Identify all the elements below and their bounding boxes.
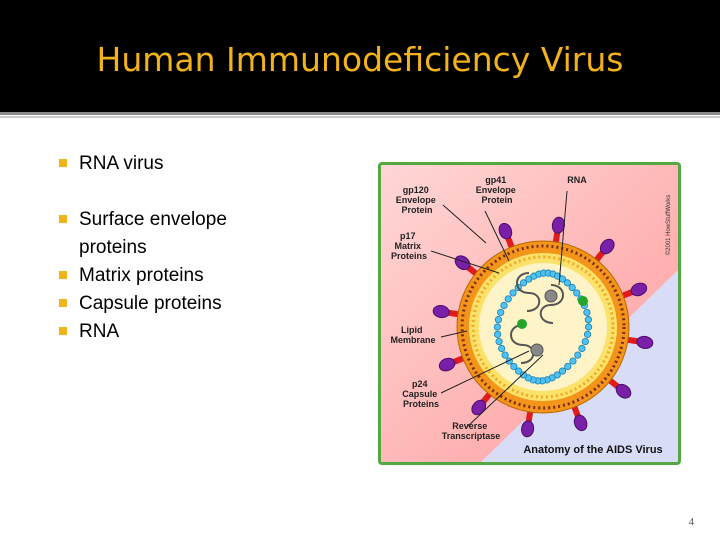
copyright-text: ©2001 HowStuffWorks [665, 195, 672, 256]
bullet-text: Capsule proteins [79, 293, 222, 314]
bullet-text: RNA [79, 321, 120, 342]
capsid-bead [497, 308, 505, 317]
label-gp120: gp120 Envelope Protein [396, 185, 439, 215]
page-number: 4 [688, 516, 695, 528]
title-divider [0, 112, 720, 115]
slide-title: Human Immunodeficiency Virus [96, 40, 624, 79]
bullet-item: RNA virus [58, 150, 298, 178]
capsid-bead [519, 279, 528, 287]
capsid-bead [510, 362, 518, 371]
capsid-bead [584, 316, 592, 324]
bullet-text: Matrix proteins [79, 265, 204, 286]
capsid-bead [573, 289, 581, 297]
label-p24: p24 Capsule Proteins [402, 379, 440, 409]
label-gp41: gp41 Envelope Protein [476, 175, 519, 205]
capsid-bead [495, 337, 503, 346]
capsid-bead [578, 344, 586, 353]
hiv-anatomy-figure: gp120 Envelope Protein gp41 Envelope Pro… [378, 162, 681, 465]
capsid-bead [509, 289, 517, 297]
capsid-bead [583, 308, 591, 317]
capsid-bead [564, 362, 572, 371]
capsid-bead [493, 323, 502, 331]
capsid-bead [519, 371, 528, 379]
capsid-bead [558, 367, 567, 375]
bullet-square-icon [59, 215, 67, 223]
bullet-item: Matrix proteins [58, 262, 298, 290]
capsid-bead [585, 323, 593, 331]
capsid-bead [494, 316, 503, 324]
capsid-bead [504, 295, 512, 303]
bullet-square-icon [59, 159, 67, 167]
bullet-square-icon [59, 271, 67, 279]
capsid-bead [574, 351, 582, 359]
capsid-bead [498, 344, 506, 353]
bullet-item: Capsule proteins [58, 290, 298, 318]
capsid-bead [569, 357, 577, 365]
bullet-square-icon [59, 299, 67, 307]
diagram-caption: Anatomy of the AIDS Virus [523, 444, 662, 456]
bullet-square-icon [59, 327, 67, 335]
capsid [493, 269, 593, 385]
bullet-list: RNA virus Surface envelope proteins Matr… [58, 150, 298, 346]
label-p17: p17 Matrix Proteins [391, 231, 427, 261]
capsid-bead [515, 367, 523, 375]
capsid-bead [583, 330, 592, 338]
hiv-anatomy-diagram: gp120 Envelope Protein gp41 Envelope Pro… [381, 165, 678, 462]
capsid-bead [494, 330, 502, 338]
capsid-bead [568, 283, 576, 292]
label-rna: RNA [567, 175, 587, 185]
title-bar: Human Immunodeficiency Virus [0, 0, 720, 112]
bullet-item: RNA [58, 318, 298, 346]
bullet-text: RNA virus [79, 153, 164, 174]
bullet-item: Surface envelope proteins [58, 206, 298, 262]
capsid-bead [501, 351, 509, 359]
capsid-bead [563, 279, 571, 287]
bullet-text: Surface envelope proteins [79, 209, 227, 258]
label-lipid-membrane: Lipid Membrane [390, 325, 435, 345]
label-reverse-transcriptase: Reverse Transcriptase [442, 421, 501, 441]
capsid-bead [581, 337, 589, 346]
title-divider-light [0, 116, 720, 118]
capsid-bead [500, 301, 508, 310]
